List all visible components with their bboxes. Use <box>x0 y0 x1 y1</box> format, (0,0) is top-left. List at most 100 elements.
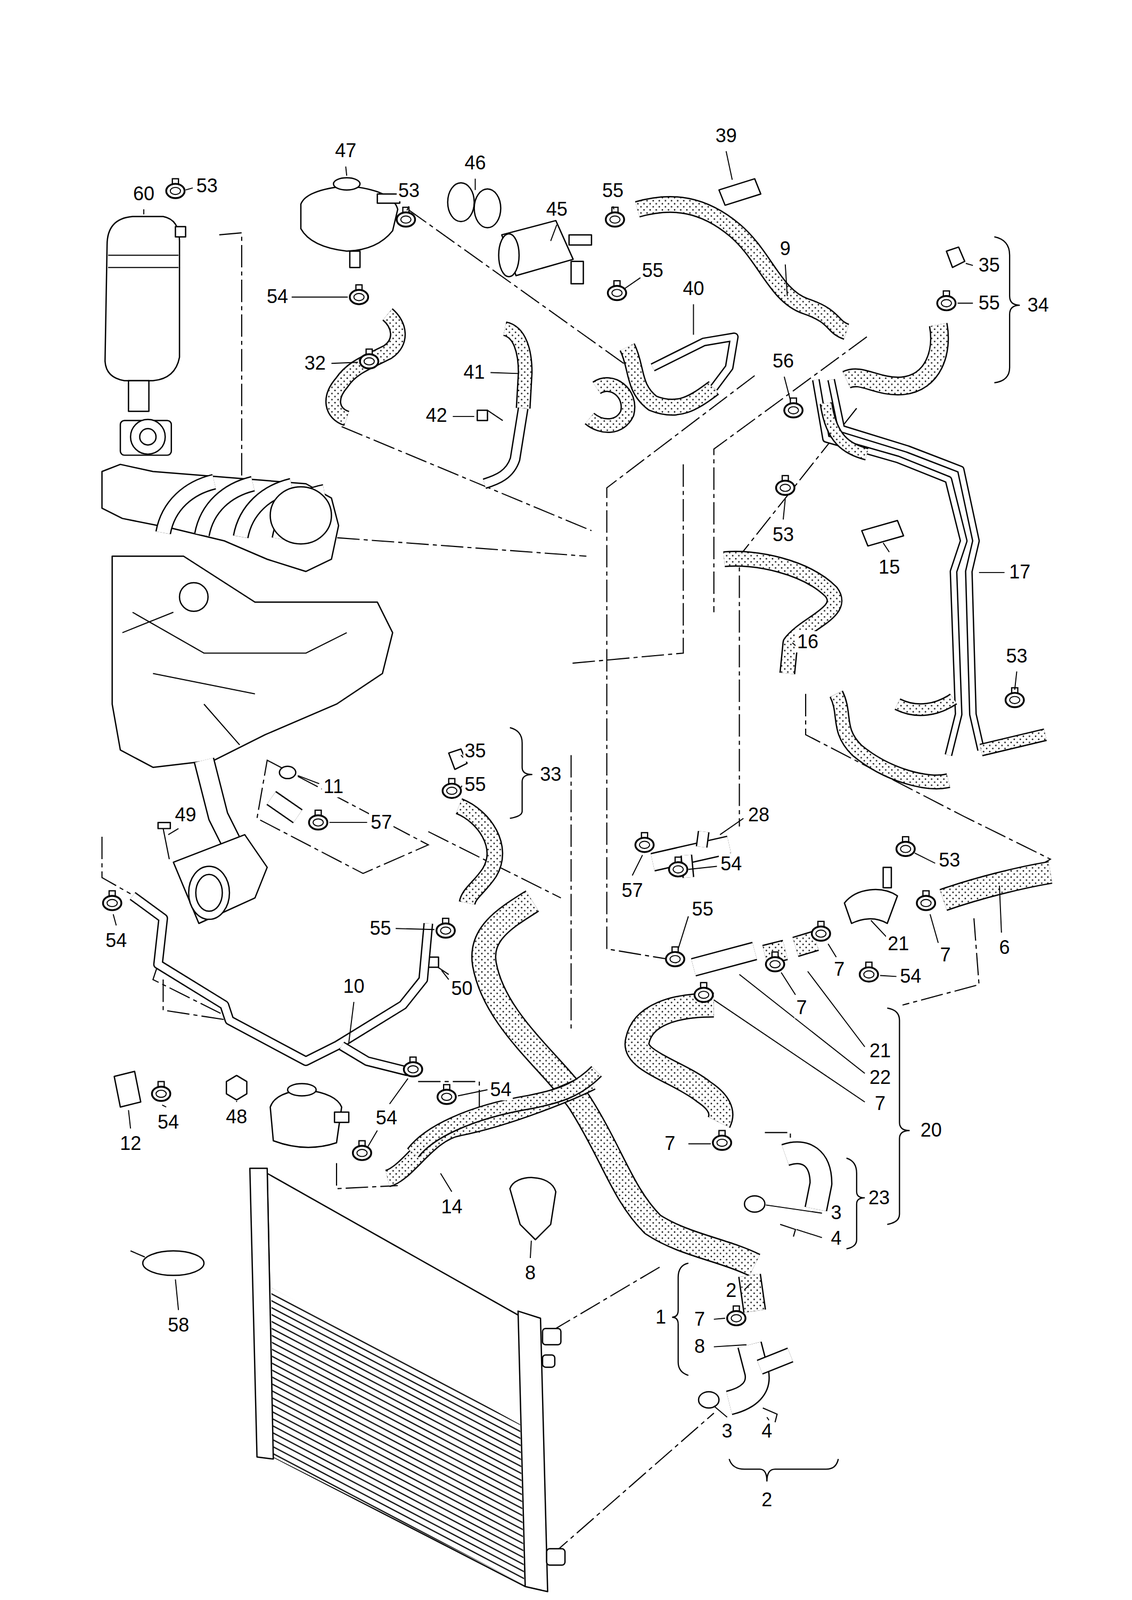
radiator-part <box>518 1310 548 1592</box>
hose-clamps-part <box>916 890 935 910</box>
dash-dot-lines-part <box>606 375 756 959</box>
hose-clamps-part <box>102 890 121 910</box>
callout-number: 54 <box>718 852 744 875</box>
hose-clamps-part <box>896 836 915 856</box>
hoses-and-pipes-part <box>413 1070 597 1153</box>
callout-number: 56 <box>770 350 796 372</box>
hoses-and-pipes-part <box>341 1045 408 1072</box>
hose-clamps-part <box>403 1056 422 1077</box>
callout-number: 57 <box>368 811 394 833</box>
engine-part <box>158 822 171 828</box>
hose-clamps-part <box>937 290 956 310</box>
hoses-and-pipes-part <box>749 1275 756 1311</box>
hoses-and-pipes-part <box>831 379 982 750</box>
hose-outline <box>724 558 835 674</box>
hose-outline <box>458 805 495 903</box>
hoses-and-pipes-part <box>636 1004 721 1122</box>
hose-clamps-part <box>668 856 687 876</box>
pipe-outline <box>759 1354 791 1367</box>
hoses-and-pipes-part <box>785 1152 822 1209</box>
callout-number: 12 <box>118 1132 143 1154</box>
hoses-and-pipes-part <box>132 895 429 1061</box>
engine-part <box>112 555 393 767</box>
callout-number: 7 <box>662 1132 677 1154</box>
pump-and-small-parts-part <box>130 1250 145 1257</box>
hose-clamps <box>102 178 1024 1326</box>
hose-clamps-part <box>308 809 327 830</box>
callout-number: 35 <box>463 740 488 762</box>
hose-clamps-part <box>712 1130 732 1150</box>
pipe-outline <box>693 950 755 967</box>
pipe-outline <box>652 336 735 388</box>
pipe-outline <box>831 379 982 750</box>
hose-clamps-part <box>694 982 713 1002</box>
callout-number: 40 <box>681 277 706 300</box>
dash-dot-lines-part <box>571 464 684 663</box>
dash-dot-lines-part <box>550 1264 663 1331</box>
engine-part <box>188 865 230 920</box>
hose-outline <box>484 900 756 1266</box>
hose-outline <box>637 204 847 332</box>
hose-clamps-part <box>359 348 379 368</box>
callout-number: 2 <box>759 1488 774 1511</box>
callout-number: 14 <box>439 1195 464 1218</box>
dash-dot-lines-part <box>739 408 857 827</box>
callout-number: 16 <box>795 630 820 653</box>
callout-number: 53 <box>937 849 962 871</box>
hoses-and-pipes-part <box>484 900 756 1266</box>
callout-number: 54 <box>488 1078 513 1101</box>
leader-lines <box>113 151 1017 1421</box>
pump-and-small-parts-part <box>510 1177 556 1240</box>
group-brackets-part <box>846 1157 865 1249</box>
callout-number: 46 <box>463 152 488 174</box>
pump-and-small-parts-part <box>844 889 898 924</box>
hose-clamps-part <box>442 778 461 798</box>
pump-and-small-parts-part <box>571 261 584 284</box>
pump-and-small-parts-part <box>946 247 965 268</box>
reservoir-and-tank-part <box>108 255 179 268</box>
reservoir-and-tank-part <box>349 251 360 268</box>
callout-number: 58 <box>166 1314 191 1336</box>
hose-outline <box>897 698 954 710</box>
callout-number: 1 <box>653 1306 668 1328</box>
radiator-part <box>542 1327 561 1345</box>
hose-outline <box>413 1070 597 1153</box>
pump-and-small-parts-part <box>271 797 298 816</box>
callout-number: 32 <box>302 352 328 374</box>
callout-number: 55 <box>977 292 1002 314</box>
callout-number: 54 <box>156 1111 181 1133</box>
callout-number: 57 <box>619 879 645 901</box>
engine-part <box>270 486 332 544</box>
callout-number: 55 <box>600 179 626 202</box>
hose-outline <box>636 1004 721 1122</box>
callout-number: 9 <box>778 238 793 260</box>
hoses-and-pipes-part <box>484 408 524 485</box>
hose-clamps-part <box>776 475 795 495</box>
hose-outline <box>981 734 1046 750</box>
pump-and-small-parts-part <box>447 182 475 222</box>
pump-and-small-parts-part <box>279 766 297 779</box>
callout-number: 21 <box>867 1039 893 1062</box>
callout-number: 15 <box>876 556 902 578</box>
hose-outline <box>795 940 816 947</box>
hose-clamps-part <box>166 178 185 199</box>
hose-clamps-part <box>859 962 879 982</box>
callout-number: 39 <box>714 125 739 147</box>
callout-number: 55 <box>690 898 716 920</box>
engine-part <box>179 582 209 612</box>
pump-and-small-parts-part <box>861 520 904 546</box>
pump-and-small-parts-part <box>270 1089 342 1147</box>
hoses-and-pipes-part <box>825 403 867 455</box>
hose-clamps-part <box>605 207 625 227</box>
callout-number: 55 <box>640 259 666 282</box>
hoses-and-pipes-part <box>724 558 835 674</box>
callout-number: 35 <box>977 254 1002 276</box>
pump-and-small-parts-part <box>477 409 488 421</box>
callout-number: 54 <box>265 285 290 308</box>
callout-number: 48 <box>224 1105 249 1128</box>
reservoir-and-tank-part <box>175 226 186 237</box>
callout-number: 6 <box>997 936 1012 958</box>
hose-clamps-part <box>436 917 455 938</box>
hoses-and-pipes <box>132 204 1051 1403</box>
